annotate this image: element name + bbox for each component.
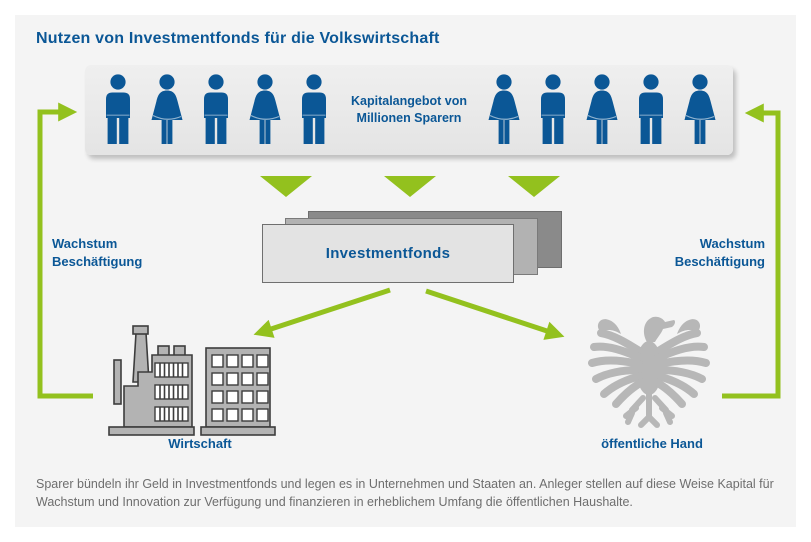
left-growth-line2: Beschäftigung [52,254,143,269]
public-sector-caption: öffentliche Hand [601,436,703,451]
man-icon [631,74,671,146]
right-growth-line2: Beschäftigung [674,254,765,269]
factory-buildings-icon [108,320,288,443]
investmentfonds-label: Investmentfonds [325,245,451,262]
investmentfonds-stack: Investmentfonds [262,211,564,285]
left-growth-line1: Wachstum [52,236,118,251]
savers-right-group [484,74,720,146]
man-icon [98,74,138,146]
right-growth-label: Wachstum Beschäftigung [675,235,765,271]
woman-icon [245,74,285,146]
man-icon [533,74,573,146]
fund-card-front: Investmentfonds [262,224,514,283]
economy-caption: Wirtschaft [168,436,232,451]
savers-band: Kapitalangebot von Millionen Sparern [85,65,733,155]
right-growth-line1: Wachstum [699,236,765,251]
savers-label-line1: Kapitalangebot von [351,94,467,108]
savers-label: Kapitalangebot von Millionen Sparern [334,93,484,127]
left-growth-label: Wachstum Beschäftigung [52,235,142,271]
woman-icon [484,74,524,146]
woman-icon [147,74,187,146]
footer-text: Sparer bündeln ihr Geld in Investmentfon… [36,477,774,510]
savers-label-line2: Millionen Sparern [356,111,462,125]
man-icon [196,74,236,146]
man-icon [294,74,334,146]
federal-eagle-icon [585,312,713,435]
savers-left-group [98,74,334,146]
woman-icon [582,74,622,146]
page-title: Nutzen von Investmentfonds für die Volks… [36,30,440,47]
woman-icon [680,74,720,146]
